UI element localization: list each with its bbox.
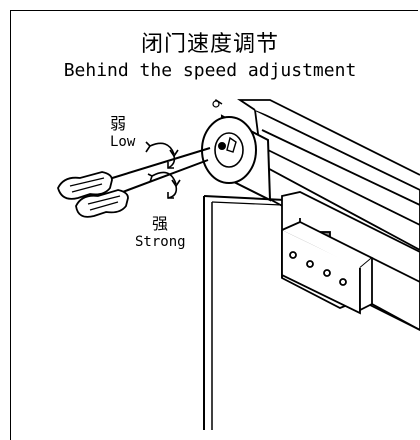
screwdriver-upper: [57, 147, 211, 200]
diagram-frame: [10, 10, 418, 440]
closer-cylinder: [201, 98, 272, 202]
title-chinese: 闭门速度调节: [140, 32, 279, 57]
door-panel: [203, 195, 286, 430]
door-closer-illustration: [57, 98, 420, 430]
screwdriver-lower: [75, 159, 209, 218]
arrow-low-icon: [145, 141, 179, 169]
lower-hanger: [281, 221, 420, 331]
title-english: Behind the speed adjustment: [63, 60, 357, 81]
label-weak-english: Low: [110, 134, 136, 150]
label-strong-english: Strong: [135, 234, 186, 250]
label-weak-chinese: 弱: [110, 114, 127, 133]
arrow-strong-icon: [147, 171, 181, 199]
label-strong-chinese: 强: [152, 214, 169, 233]
